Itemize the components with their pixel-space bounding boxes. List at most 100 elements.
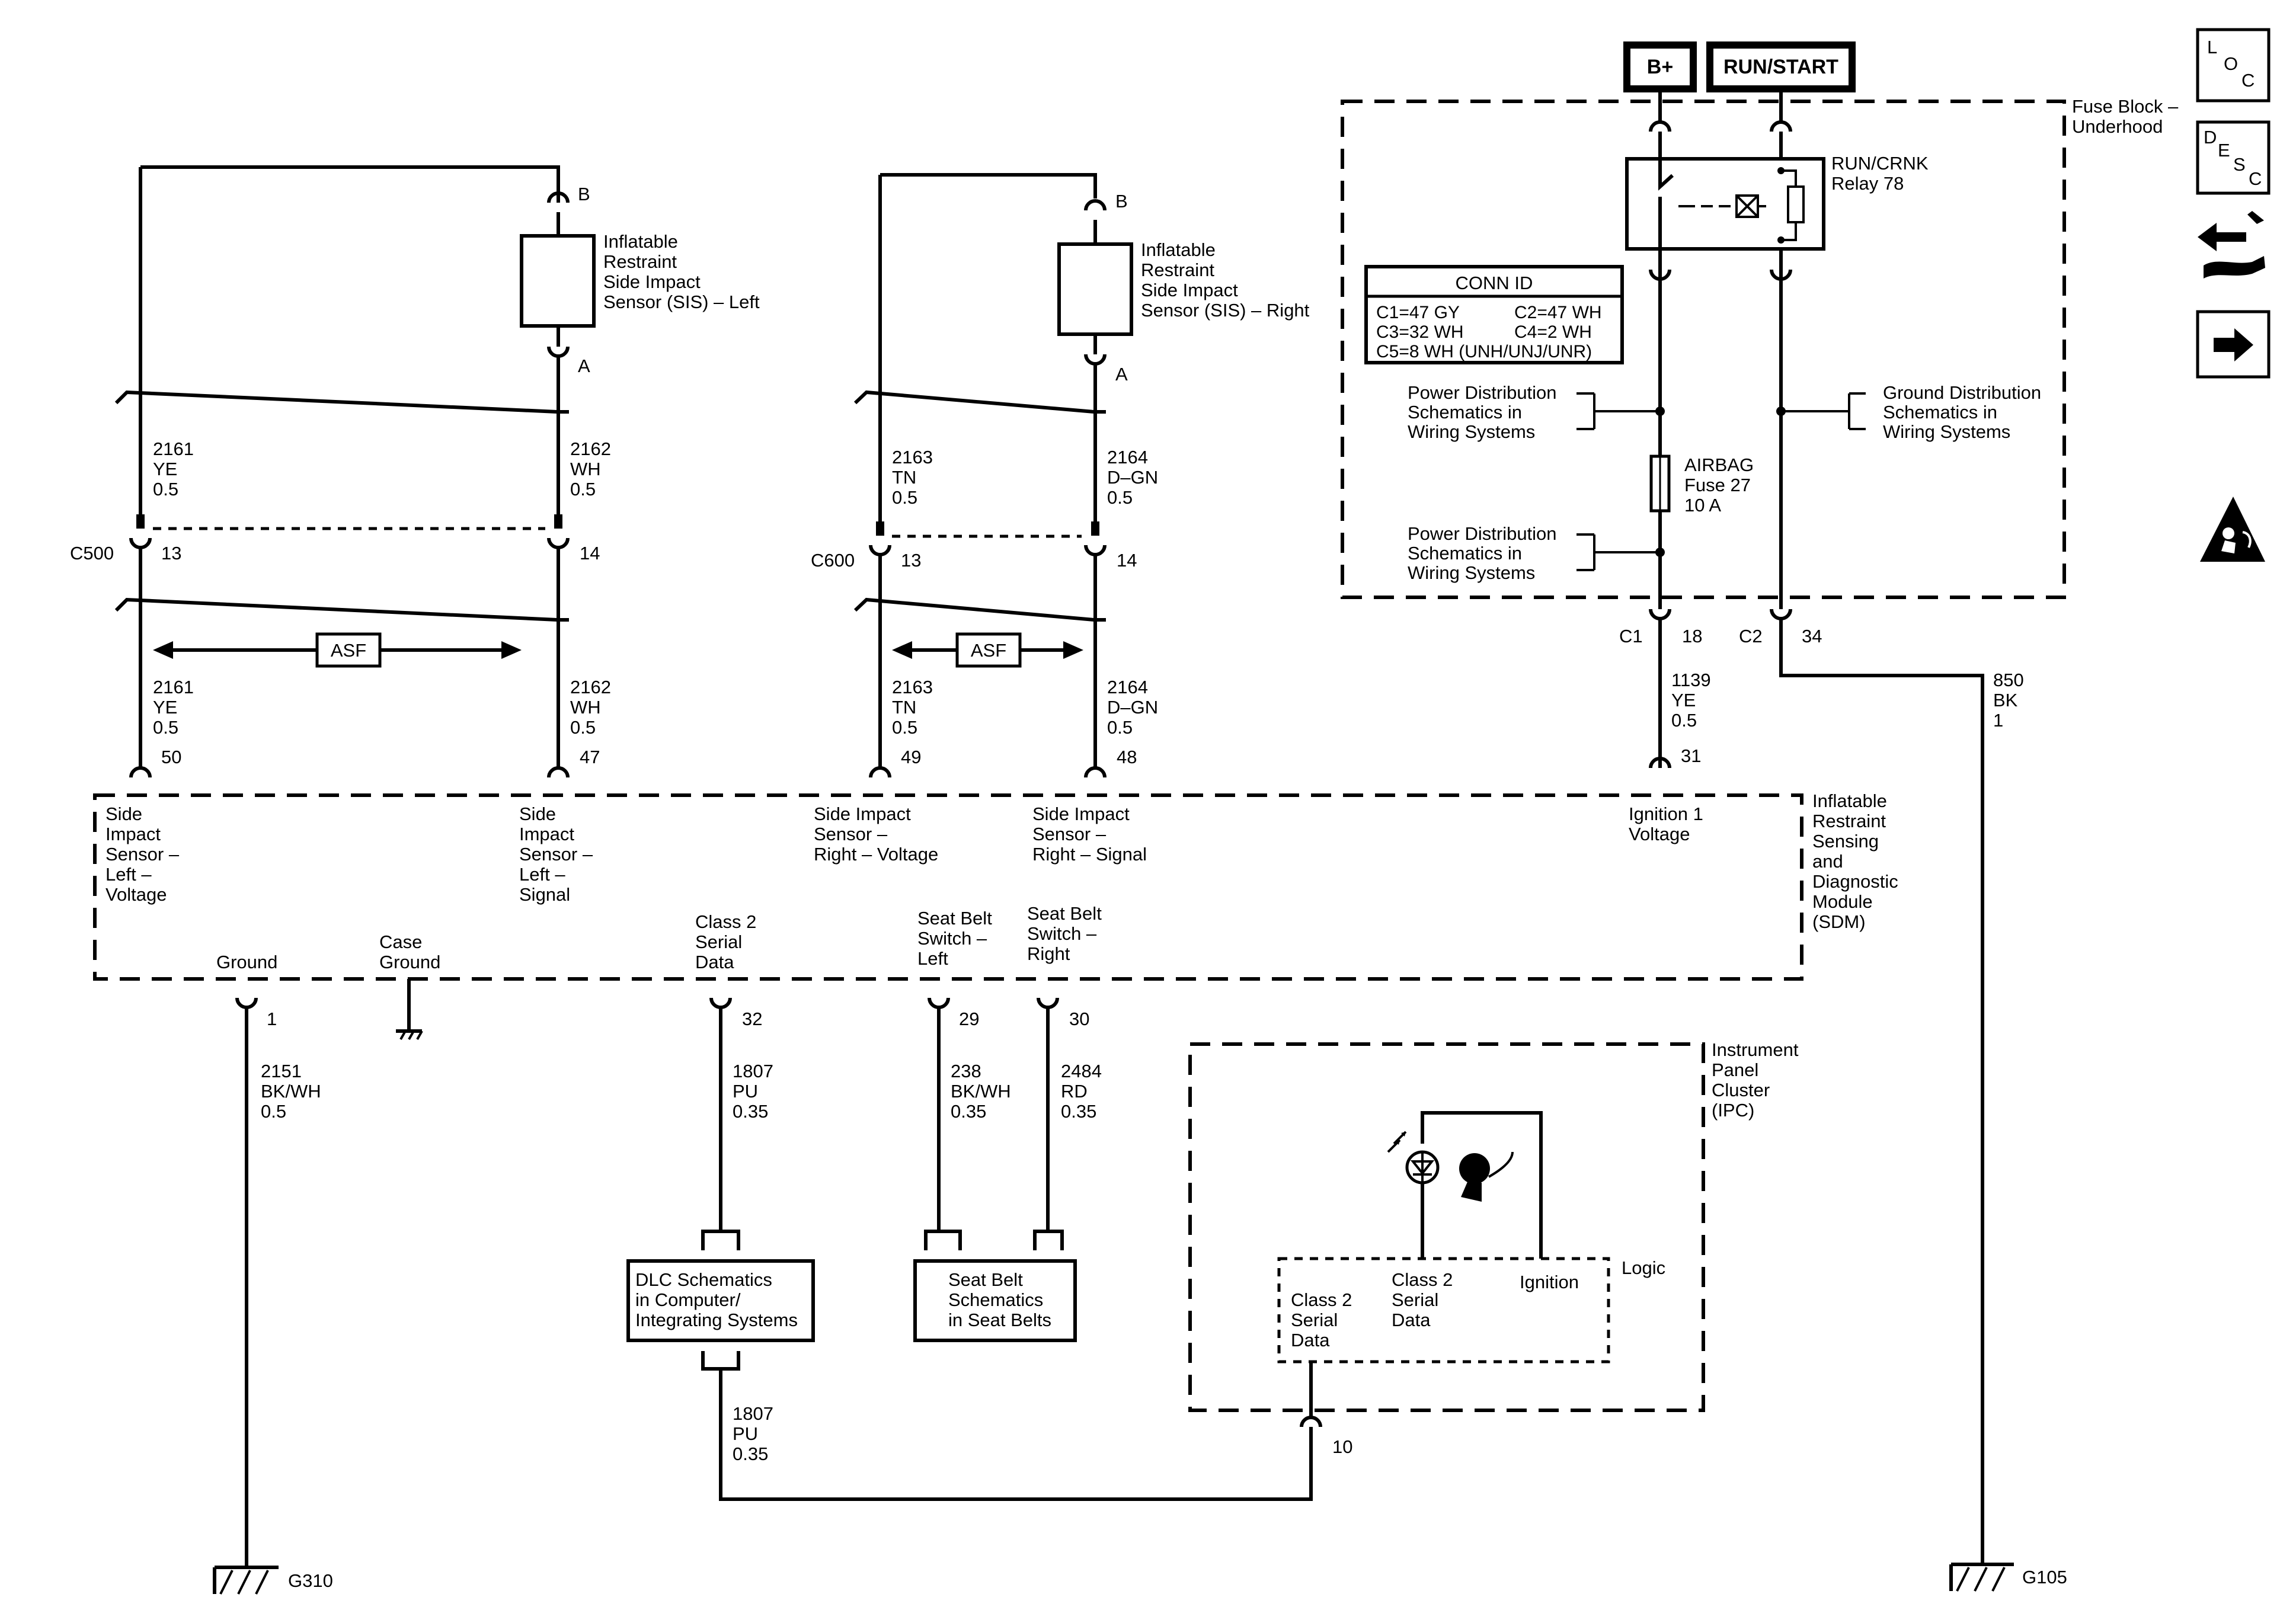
- sdm-terminal-side-left-voltage: Side Impact Sensor – Left – Voltage: [105, 804, 184, 905]
- svg-text:D: D: [2204, 127, 2217, 148]
- sdm-pin-49: 49: [901, 747, 921, 767]
- connector-c2-pin: 34: [1802, 626, 1822, 646]
- description-button[interactable]: D E S C: [2196, 120, 2271, 195]
- ground-g310-symbol: [213, 1566, 279, 1595]
- sdm-pin-32: 32: [742, 1009, 762, 1029]
- wire-2161-lower: 2161 YE 0.5: [153, 677, 199, 738]
- svg-text:E: E: [2218, 140, 2230, 161]
- sdm-terminal-side-right-voltage: Side Impact Sensor – Right – Voltage: [814, 804, 938, 865]
- c600-pin-14: 14: [1117, 550, 1137, 571]
- sis-left-title: Inflatable Restraint Side Impact Sensor …: [603, 231, 760, 312]
- svg-text:C1=47 GY C3=32 WH: C1=47 GY C3=32 WH C5=8 WH (UNH/UNJ/UNR): [1376, 303, 1592, 361]
- ground-distribution-ref[interactable]: Ground Distribution Schematics in Wiring…: [1883, 382, 2046, 442]
- wire-2162-upper: 2162 WH 0.5: [570, 438, 616, 500]
- sis-right-title: Inflatable Restraint Side Impact Sensor …: [1141, 239, 1310, 321]
- ipc-title: Instrument Panel Cluster (IPC): [1712, 1039, 1803, 1121]
- svg-text:O: O: [2224, 53, 2238, 74]
- wire-2484-label: 2484 RD 0.35: [1061, 1061, 1107, 1122]
- sdm-pin-29: 29: [959, 1009, 979, 1029]
- wire-2164-lower: 2164 D–GN 0.5: [1107, 677, 1163, 738]
- sis-right-pin-a: A: [1115, 364, 1128, 385]
- ipc-module: [1188, 1042, 1705, 1412]
- sdm-pin-30: 30: [1069, 1009, 1089, 1029]
- sdm-terminal-class2: Class 2 Serial Data: [695, 911, 762, 972]
- airbag-fuse: [1649, 454, 1671, 513]
- sdm-terminal-seatbelt-left: Seat Belt Switch – Left: [917, 908, 997, 969]
- airbag-warning-icon: [2200, 497, 2265, 562]
- svg-text:C: C: [2249, 168, 2262, 189]
- conn-id-table: CONN ID C1=47 GY C3=32 WH C5=8 WH (UNH/U…: [1364, 265, 1624, 364]
- wire-238-label: 238 BK/WH 0.35: [951, 1061, 1016, 1122]
- svg-text:B+: B+: [1647, 56, 1673, 78]
- wire-2164-upper: 2164 D–GN 0.5: [1107, 447, 1163, 508]
- sis-left-pin-b: B: [578, 184, 590, 204]
- sdm-pin-47: 47: [580, 747, 600, 767]
- power-distribution-ref-2[interactable]: Power Distribution Schematics in Wiring …: [1408, 523, 1562, 583]
- sdm-terminal-ground: Ground: [216, 952, 277, 972]
- ipc-logic-label: Logic: [1622, 1257, 1665, 1278]
- connector-c1-pin: 18: [1682, 626, 1702, 646]
- airbag-indicator-lamp: [1387, 1111, 1543, 1259]
- sis-right-sensor: [1057, 242, 1133, 336]
- asf-indicator-right: ASF: [892, 632, 1083, 668]
- svg-text:ASF: ASF: [331, 640, 366, 661]
- c500-pin-14: 14: [580, 543, 600, 564]
- wire-1139-label: 1139 YE 0.5: [1671, 670, 1716, 731]
- airbag-symbol-icon: [1459, 1151, 1514, 1202]
- c600-pin-13: 13: [901, 550, 921, 571]
- next-arrow-button[interactable]: [2196, 310, 2271, 379]
- airbag-fuse-label: AIRBAG Fuse 27 10 A: [1684, 454, 1759, 516]
- location-button[interactable]: L O C: [2196, 28, 2271, 103]
- sdm-pin-1: 1: [267, 1009, 277, 1029]
- sdm-terminal-side-right-signal: Side Impact Sensor – Right – Signal: [1032, 804, 1147, 865]
- wire-1807-lower-label: 1807 PU 0.35: [733, 1403, 779, 1464]
- power-distribution-ref-1[interactable]: Power Distribution Schematics in Wiring …: [1408, 382, 1562, 442]
- sdm-terminal-seatbelt-right: Seat Belt Switch – Right: [1027, 903, 1107, 964]
- case-ground-symbol: [396, 979, 423, 1040]
- ipc-logic-class2-left: Class 2 Serial Data: [1291, 1289, 1357, 1350]
- sdm-title: Inflatable Restraint Sensing and Diagnos…: [1812, 790, 1903, 932]
- fuse-block-underhood: [1341, 100, 2066, 599]
- sis-left-sensor: [520, 234, 596, 328]
- sis-right-pin-b: B: [1115, 191, 1128, 212]
- sdm-pin-50: 50: [161, 747, 181, 767]
- seatbelt-schematics-ref[interactable]: [913, 1259, 1077, 1342]
- svg-text:RUN/START: RUN/START: [1723, 56, 1838, 78]
- wire-1807-label: 1807 PU 0.35: [733, 1061, 779, 1122]
- wire-2151-label: 2151 BK/WH 0.5: [261, 1061, 326, 1122]
- svg-text:S: S: [2233, 154, 2246, 175]
- power-source-runstart: RUN/START: [1706, 41, 1856, 92]
- ground-g105-symbol: [1949, 1563, 2014, 1592]
- asf-indicator-left: ASF: [153, 632, 522, 668]
- wire-2161-upper: 2161 YE 0.5: [153, 438, 199, 500]
- ground-g310-label: G310: [288, 1570, 333, 1591]
- dlc-schematics-label: DLC Schematics in Computer/ Integrating …: [635, 1269, 798, 1330]
- wire-2162-lower: 2162 WH 0.5: [570, 677, 616, 738]
- run-crnk-relay: [1625, 120, 1825, 281]
- svg-text:L: L: [2207, 37, 2217, 57]
- relay-label: RUN/CRNK Relay 78: [1831, 153, 1933, 194]
- sdm-terminal-side-left-signal: Side Impact Sensor – Left – Signal: [519, 804, 598, 905]
- dlc-schematics-ref[interactable]: [626, 1259, 815, 1342]
- sdm-terminal-case-ground: Case Ground: [379, 932, 440, 972]
- c500-pin-13: 13: [161, 543, 181, 564]
- ipc-logic-class2-center: Class 2 Serial Data: [1392, 1269, 1458, 1330]
- sis-left-pin-a: A: [578, 356, 590, 376]
- tools-icon[interactable]: [2198, 211, 2265, 279]
- sdm-module: [93, 793, 1803, 981]
- svg-text:CONN ID: CONN ID: [1456, 273, 1533, 293]
- svg-text:C: C: [2241, 70, 2255, 91]
- connector-c1-label: C1: [1619, 626, 1643, 646]
- ground-g105-label: G105: [2022, 1567, 2067, 1587]
- sdm-terminal-ignition: Ignition 1 Voltage: [1629, 804, 1708, 844]
- sdm-pin-48: 48: [1117, 747, 1137, 767]
- svg-text:ASF: ASF: [971, 640, 1006, 661]
- wire-2163-lower: 2163 TN 0.5: [892, 677, 938, 738]
- ipc-pin-10: 10: [1332, 1436, 1352, 1457]
- connector-c600: C600: [811, 550, 855, 571]
- wire-2163-upper: 2163 TN 0.5: [892, 447, 938, 508]
- connector-c2-label: C2: [1739, 626, 1763, 646]
- seatbelt-schematics-label: Seat Belt Schematics in Seat Belts: [948, 1269, 1051, 1330]
- wire-850-label: 850 BK 1: [1993, 670, 2029, 731]
